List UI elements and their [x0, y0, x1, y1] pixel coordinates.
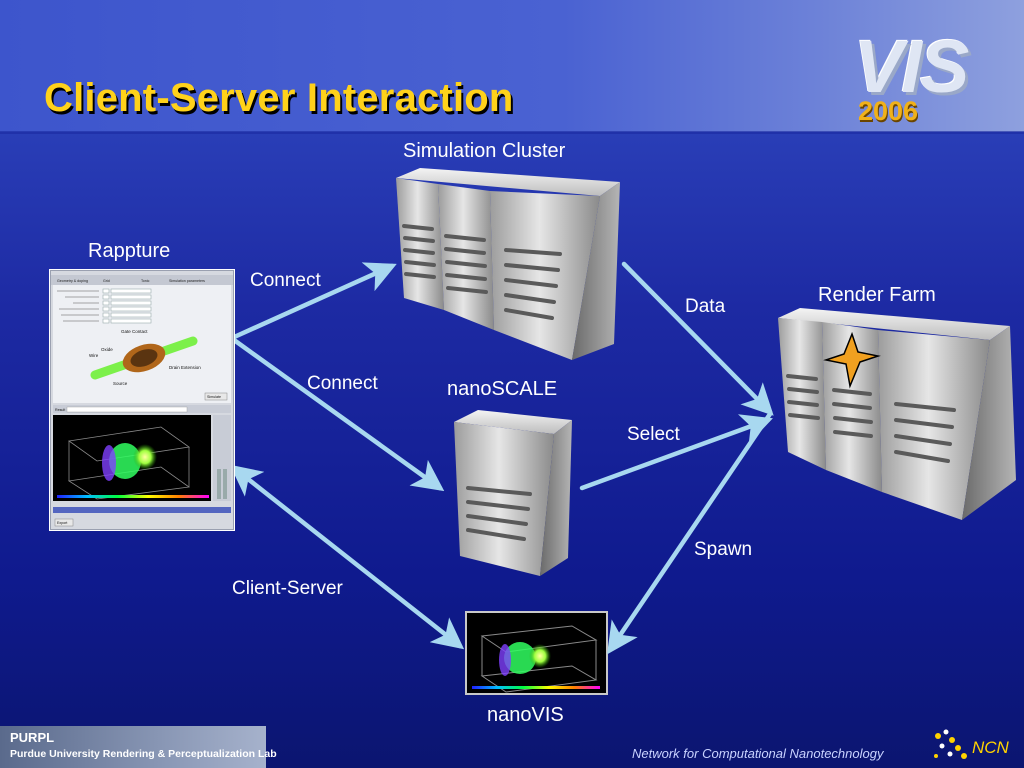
header-divider — [0, 131, 1024, 134]
arrow-rappture-to-cluster — [229, 262, 397, 341]
rappture-tab-tonic: Tonic — [141, 279, 150, 283]
rappture-label-source: Source — [113, 381, 128, 386]
label-rappture: Rappture — [88, 240, 171, 262]
rappture-export-button: Export — [57, 521, 67, 525]
edge-label-data: Data — [685, 296, 726, 317]
logo-year: 2006 — [858, 96, 919, 126]
edge-label-connect-cluster: Connect — [250, 270, 321, 291]
edge-arrows — [229, 261, 774, 655]
ncn-logo: NCN — [930, 726, 1022, 766]
nanoscale-server-icon — [454, 410, 572, 576]
arrow-rappture-to-nanoscale — [231, 337, 445, 492]
label-nanovis: nanoVIS — [487, 704, 564, 726]
render-farm-icon — [778, 308, 1016, 520]
rappture-tab-simulation: Simulation parameters — [169, 279, 205, 283]
edge-label-connect-nanoscale: Connect — [307, 373, 378, 394]
rappture-ui-thumbnail: Geometry & doping Grid Tonic Simulation … — [51, 271, 233, 529]
arrow-renderfarm-to-nanovis — [607, 411, 773, 655]
rappture-label-gate: Gate Contact — [121, 329, 148, 334]
rappture-screenshot: Geometry & doping Grid Tonic Simulation … — [50, 270, 234, 530]
logo-word: VIS — [854, 25, 969, 108]
rappture-tab-geometry: Geometry & doping — [57, 279, 88, 283]
purpl-full-name: Purdue University Rendering & Perceptual… — [10, 748, 277, 760]
label-render-farm: Render Farm — [818, 284, 936, 306]
star-icon — [823, 331, 881, 389]
label-nanoscale: nanoSCALE — [447, 378, 558, 400]
edge-label-select: Select — [627, 424, 680, 445]
simulation-cluster-icon — [396, 168, 620, 360]
header-band — [0, 0, 1024, 132]
arrow-client-server — [229, 464, 465, 650]
rappture-tab-grid: Grid — [103, 279, 110, 283]
footer-network-name: Network for Computational Nanotechnology — [632, 746, 884, 761]
arrow-cluster-to-renderfarm — [621, 261, 774, 416]
slide-title: Client-Server Interaction — [44, 76, 514, 120]
rappture-simulate-button: Simulate — [207, 395, 221, 399]
rappture-result-label: Result — [55, 408, 65, 412]
rappture-label-oxide: Oxide — [101, 347, 113, 352]
vis-2006-logo: VIS 2006 — [846, 0, 1024, 132]
rappture-label-drain: Drain Extension — [169, 365, 201, 370]
nanovis-render-thumbnail — [465, 611, 608, 695]
edge-label-client-server: Client-Server — [232, 578, 343, 599]
edge-label-spawn: Spawn — [694, 539, 753, 560]
label-simulation-cluster: Simulation Cluster — [403, 140, 566, 162]
rappture-label-wire: Wire — [89, 353, 99, 358]
ncn-text: NCN — [972, 738, 1009, 757]
ncn-dots-icon — [934, 729, 967, 759]
purpl-short-name: PURPL — [10, 730, 55, 745]
arrow-nanoscale-to-renderfarm — [579, 414, 773, 491]
purpl-logo: PURPL Purdue University Rendering & Perc… — [0, 726, 277, 768]
